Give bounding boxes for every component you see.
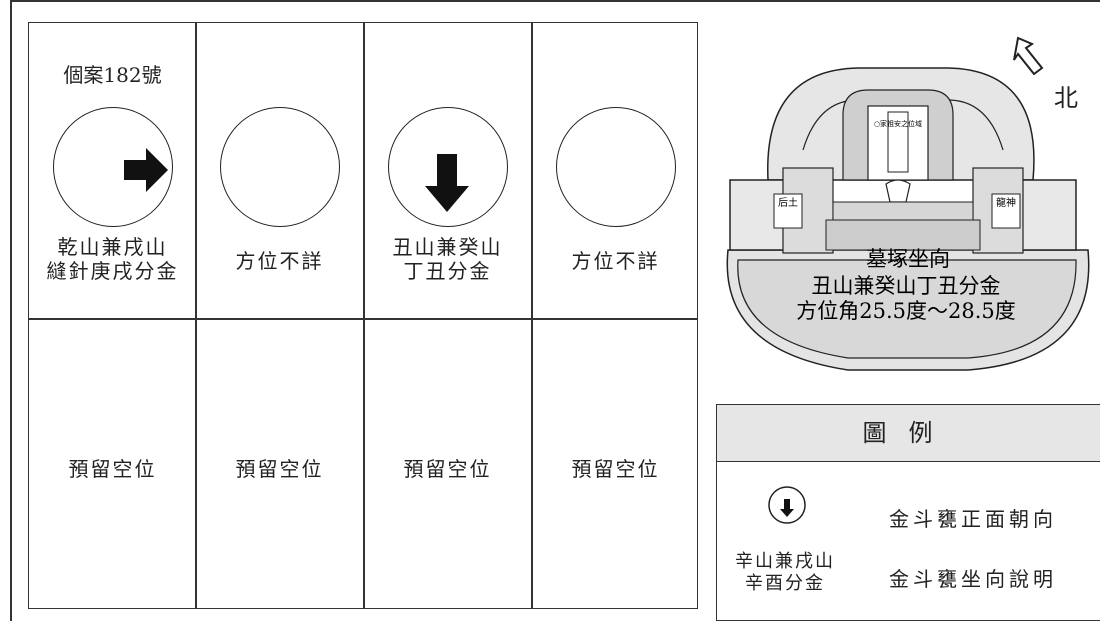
grid-divider (29, 318, 697, 320)
north-indicator: 北 (1012, 34, 1092, 112)
direction-label: 方位不詳 (235, 249, 324, 273)
legend-sample-label: 辛山兼戌山 辛酉分金 (735, 551, 835, 594)
tomb-direction: 丑山兼癸山丁丑分金 (812, 274, 1001, 298)
tomb-azimuth: 方位角25.5度～28.5度 (796, 299, 1016, 323)
urn-column-4: 方位不詳 預留空位 (532, 23, 699, 610)
direction-label: 乾山兼戌山 縫針庚戌分金 (46, 235, 179, 283)
urn-direction-dial (556, 107, 676, 227)
legend-panel: 圖例 金斗甕正面朝向 辛山兼戌山 辛酉分金 金斗甕坐向說明 (716, 404, 1100, 621)
urn-column-1: 個案182號 乾山兼戌山 縫針庚戌分金 預留空位 (29, 23, 196, 610)
urn-direction-dial (220, 107, 340, 227)
legend-title: 圖例 (717, 405, 1100, 462)
north-arrow-icon (1013, 36, 1044, 76)
reserved-slot-label: 預留空位 (571, 457, 660, 481)
direction-label: 方位不詳 (571, 249, 660, 273)
grid-divider (531, 23, 533, 608)
tablet-text: ○家祖安之位域 (874, 119, 922, 128)
case-number: 個案182號 (63, 63, 162, 87)
tomb-illustration: ○家祖安之位域 后土 龍神 墓塚坐向 丑山兼癸山丁丑分金 方位角25.5度～28… (726, 67, 1090, 371)
grid-divider (363, 23, 365, 608)
urn-column-3: 丑山兼癸山 丁丑分金 預留空位 (364, 23, 531, 610)
direction-label: 丑山兼癸山 丁丑分金 (392, 235, 503, 283)
reserved-slot-label: 預留空位 (235, 457, 324, 481)
urn-direction-dial (53, 107, 173, 227)
urn-direction-dial (388, 107, 508, 227)
urn-column-2: 方位不詳 預留空位 (196, 23, 363, 610)
grid-divider (195, 23, 197, 608)
outer-frame (10, 0, 1100, 621)
longshen-marker: 龍神 (996, 196, 1016, 209)
legend-dial-icon (768, 486, 806, 524)
tomb-title: 墓塚坐向 (866, 247, 950, 271)
legend-item-front: 金斗甕正面朝向 (889, 507, 1057, 531)
reserved-slot-label: 預留空位 (68, 457, 157, 481)
arrow-right-icon (124, 148, 168, 192)
reserved-slot-label: 預留空位 (403, 457, 492, 481)
urn-position-grid: 個案182號 乾山兼戌山 縫針庚戌分金 預留空位 方位不詳 預留空位 丑山兼癸山… (28, 22, 698, 609)
arrow-down-icon (425, 154, 469, 212)
houtu-marker: 后土 (778, 196, 798, 209)
north-label: 北 (1054, 84, 1078, 112)
legend-item-seat: 金斗甕坐向說明 (889, 567, 1057, 591)
